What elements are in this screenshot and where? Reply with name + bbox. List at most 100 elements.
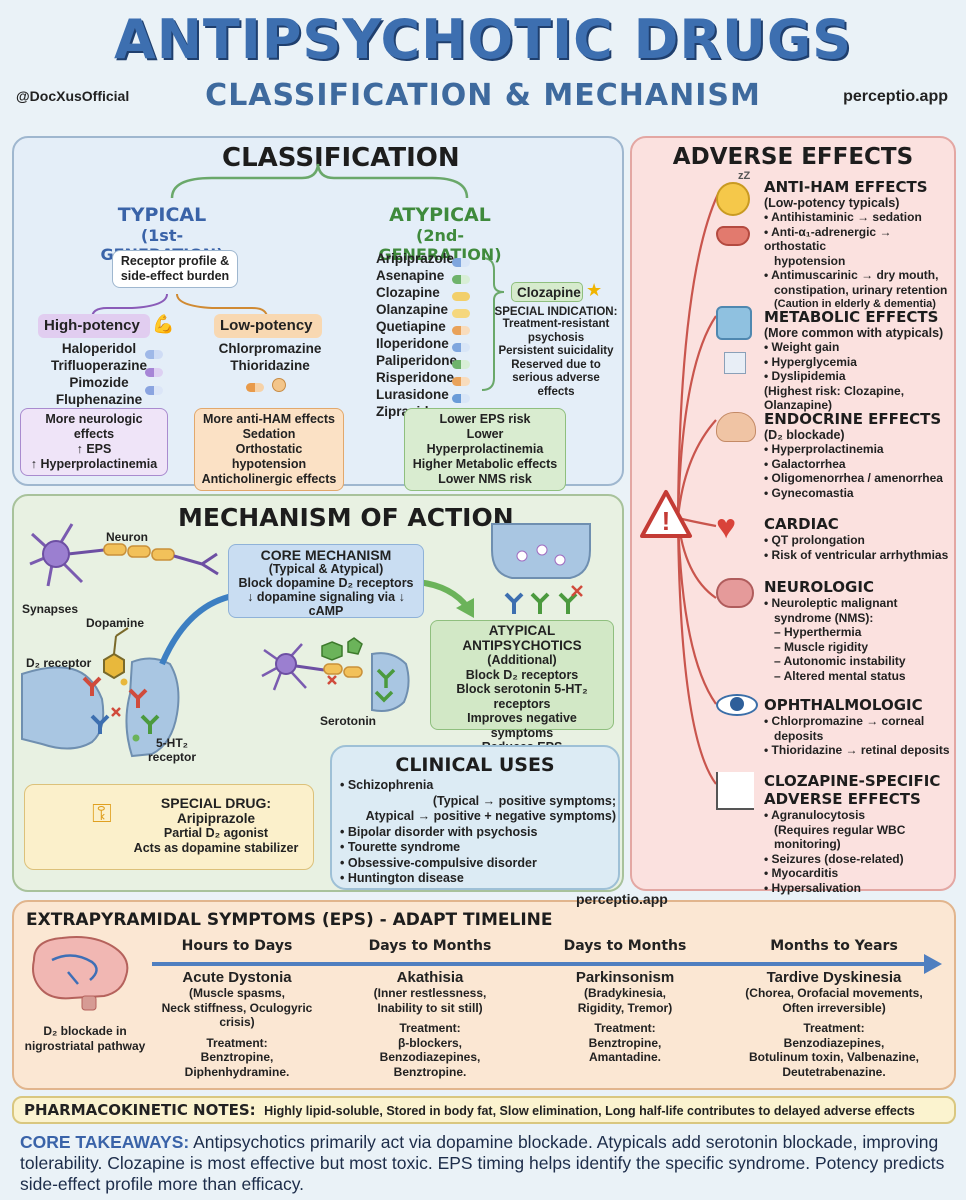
- adverse-section-antiham: ANTI-HAM EFFECTS (Low-potency typicals) …: [764, 178, 952, 312]
- high-potency-label: High-potency: [38, 314, 150, 338]
- brain-icon: [716, 578, 754, 608]
- list-item: – Hyperthermia: [774, 625, 862, 639]
- section-subtitle: (Low-potency typicals): [764, 196, 900, 210]
- pk-notes: PHARMACOKINETIC NOTES: Highly lipid-solu…: [24, 1101, 915, 1120]
- takeaways-text: Antipsychotics primarily act via dopamin…: [20, 1132, 945, 1194]
- takeaways-label: CORE TAKEAWAYS:: [20, 1132, 190, 1152]
- list-item: • Agranulocytosis: [764, 808, 866, 822]
- atypical-mech-line: Block serotonin 5-HT₂: [456, 682, 588, 696]
- core-takeaways: CORE TAKEAWAYS: Antipsychotics primarily…: [20, 1132, 956, 1195]
- list-item: • Anti-α₁-adrenergic → orthostatic: [764, 224, 892, 254]
- eps-stage-parkinsonism: Days to Months Parkinsonism (Bradykinesi…: [545, 938, 705, 1065]
- eye-pupil-icon: [730, 697, 744, 711]
- treatment-line: Benztropine.: [393, 1064, 467, 1079]
- list-item: • Neuroleptic malignant: [764, 596, 898, 610]
- treatment-line: Treatment:: [594, 1021, 656, 1035]
- list-item: • Huntington disease: [340, 871, 464, 885]
- treatment-line: Amantadine.: [588, 1050, 661, 1064]
- treatment-line: Diphenhydramine.: [184, 1064, 290, 1079]
- indication-line: Reserved due to: [511, 358, 601, 371]
- adverse-section-endocrine: ENDOCRINE EFFECTS (D₂ blockade) • Hyperp…: [764, 410, 952, 500]
- section-title: CARDIAC: [764, 515, 839, 533]
- synapses-label: Synapses: [22, 602, 79, 616]
- muscle-icon: 💪: [152, 314, 175, 334]
- clinical-uses-panel: [330, 745, 620, 890]
- section-subtitle: (D₂ blockade): [764, 428, 845, 442]
- list-item: – Muscle rigidity: [774, 639, 869, 654]
- atypical-mech-line: receptors: [493, 696, 551, 711]
- effect-line: Anticholinergic effects: [201, 472, 337, 486]
- section-title: NEUROLOGIC: [764, 578, 874, 596]
- receptor-line: 5-HT₂: [156, 736, 189, 750]
- section-title: METABOLIC EFFECTS: [764, 308, 939, 326]
- list-item: • Hyperglycemia: [764, 354, 857, 369]
- drug-item: Risperidone: [376, 370, 455, 385]
- pill-icons: [246, 378, 287, 397]
- list-item: • QT prolongation: [764, 533, 865, 547]
- drug-item: Fluphenazine: [55, 392, 143, 407]
- drug-item: Haloperidol: [61, 341, 137, 356]
- drug-item: Iloperidone: [376, 336, 449, 351]
- list-item: deposits: [774, 728, 824, 743]
- adverse-section-clozapine: CLOZAPINE-SPECIFIC ADVERSE EFFECTS • Agr…: [764, 772, 952, 895]
- clinical-uses-heading: CLINICAL USES: [395, 754, 555, 776]
- special-line: Acts as dopamine stabilizer: [133, 841, 299, 855]
- adverse-effects-panel: [630, 136, 956, 891]
- atypical-mechanism-box: ATYPICAL ANTIPSYCHOTICS (Additional) Blo…: [430, 620, 614, 754]
- scale-icon: [716, 306, 752, 340]
- stage-time: Hours to Days: [181, 938, 293, 954]
- treatment-line: Benztropine,: [200, 1050, 274, 1064]
- stage-desc: (Inner restlessness,: [373, 986, 487, 1000]
- heart-icon: ♥: [716, 508, 737, 546]
- typical-title: TYPICAL: [117, 204, 207, 226]
- drug-item: Quetiapine: [376, 319, 446, 334]
- eps-heading: EXTRAPYRAMIDAL SYMPTOMS (EPS) - ADAPT TI…: [26, 910, 553, 930]
- drug-item: Olanzapine: [376, 302, 449, 317]
- atypical-mech-title: ATYPICAL ANTIPSYCHOTICS: [462, 623, 582, 653]
- list-item: • Risk of ventricular arrhythmias: [764, 547, 949, 562]
- sleepy-face-icon: [716, 182, 750, 216]
- adverse-section-ophthalmologic: OPHTHALMOLOGIC • Chlorpromazine → cornea…: [764, 696, 952, 758]
- list-item: • Oligomenorrhea / amenorrhea: [764, 471, 943, 485]
- core-mechanism-box: CORE MECHANISM (Typical & Atypical) Bloc…: [228, 544, 424, 618]
- section-title: ENDOCRINE EFFECTS: [764, 410, 942, 428]
- atypical-mech-line: Block D₂ receptors: [465, 667, 579, 682]
- page-subtitle: CLASSIFICATION & MECHANISM: [205, 78, 761, 113]
- list-item: • Antimuscarinic → dry mouth,: [764, 268, 939, 282]
- treatment-line: Botulinum toxin, Valbenazine,: [748, 1050, 919, 1064]
- serotonin-label: Serotonin: [320, 714, 376, 728]
- profile-line: Receptor profile &: [120, 254, 230, 268]
- caption-line: D₂ blockade in: [43, 1024, 127, 1038]
- effect-line: Orthostatic hypotension: [231, 442, 307, 471]
- pk-notes-panel: [12, 1096, 956, 1124]
- list-item: Atypical → positive + negative symptoms): [365, 809, 616, 823]
- clozapine-label: Clozapine: [511, 282, 583, 302]
- section-title: OPHTHALMOLOGIC: [764, 696, 923, 714]
- effect-line: Lower EPS risk: [439, 412, 531, 426]
- eps-panel: [12, 900, 956, 1090]
- section-title: CLOZAPINE-SPECIFIC: [764, 772, 941, 790]
- atypical-effects: Lower EPS risk Lower Hyperprolactinemia …: [404, 408, 566, 491]
- list-item: (Highest risk: Clozapine, Olanzapine): [764, 383, 905, 413]
- chest-icon: [716, 412, 756, 442]
- drug-item: Aripiprazole: [376, 251, 455, 266]
- low-potency-label: Low-potency: [214, 314, 322, 338]
- eps-stage-acute-dystonia: Hours to Days Acute Dystonia (Muscle spa…: [152, 938, 322, 1079]
- indication-line: psychosis: [527, 331, 585, 344]
- list-item: • Tourette syndrome: [340, 840, 461, 854]
- classification-heading: CLASSIFICATION: [222, 143, 460, 173]
- site-watermark: perceptio.app: [843, 88, 948, 105]
- special-line: Partial D₂ agonist: [163, 826, 269, 840]
- adverse-section-cardiac: CARDIAC • QT prolongation • Risk of vent…: [764, 515, 952, 562]
- indication-line: serious adverse effects: [512, 372, 600, 398]
- drug-item: Paliperidone: [376, 353, 458, 368]
- treatment-line: Treatment:: [803, 1021, 865, 1035]
- core-line: (Typical & Atypical): [268, 562, 384, 576]
- drug-item: Asenapine: [376, 268, 445, 283]
- star-icon: ★: [586, 280, 603, 300]
- atypical-pill-icons: [452, 254, 470, 424]
- effect-line: Lower NMS risk: [438, 472, 532, 486]
- effect-line: Lower Hyperprolactinemia: [426, 427, 544, 456]
- stage-name: Tardive Dyskinesia: [766, 969, 902, 986]
- list-item: (Typical → positive symptoms;: [432, 793, 616, 808]
